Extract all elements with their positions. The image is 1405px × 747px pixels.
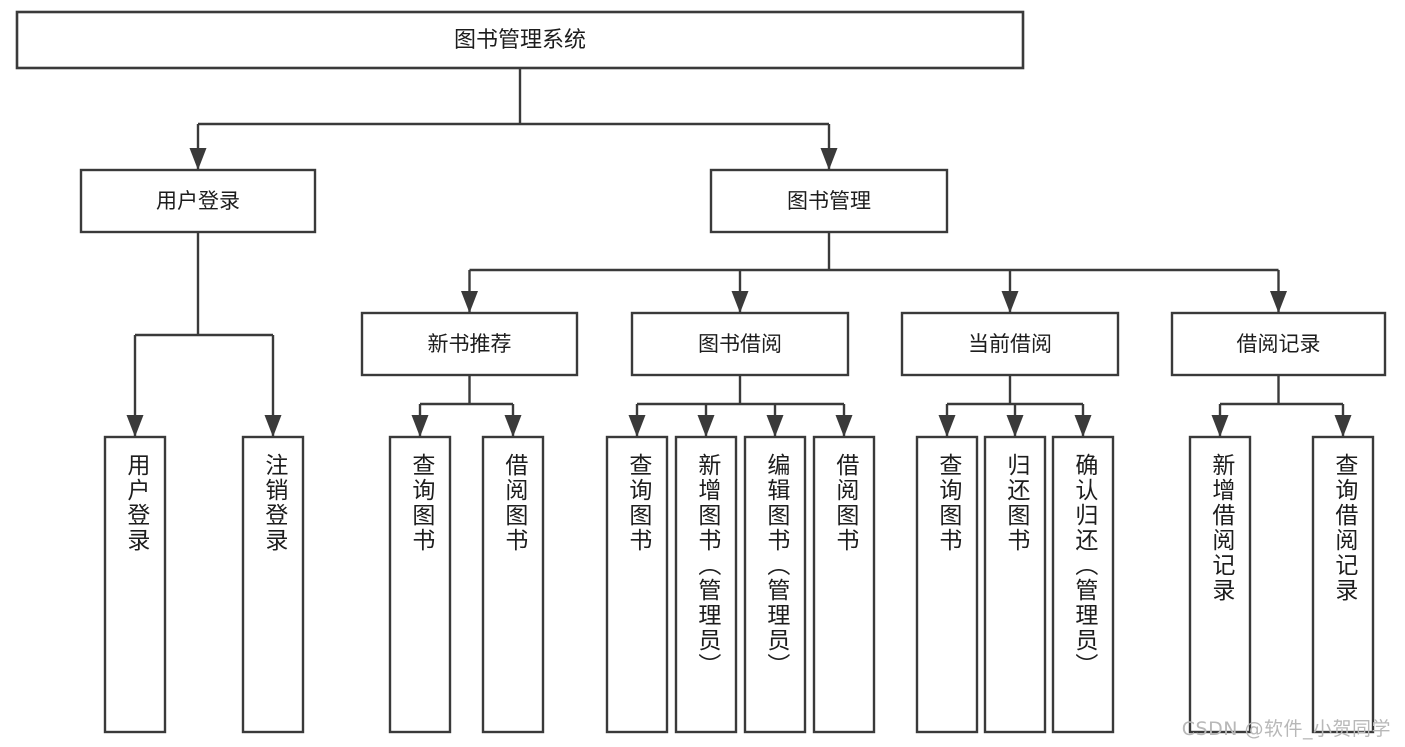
conn-l3-3-arrow-1 <box>1334 415 1352 437</box>
conn-l3-3-arrow-0 <box>1211 415 1229 437</box>
node-leaf-1[interactable] <box>241 435 305 734</box>
conn-books-arrow-1 <box>731 291 749 313</box>
node-label-l3-1: 图书借阅 <box>698 332 782 356</box>
node-l3-1[interactable]: 图书借阅 <box>630 311 850 377</box>
node-label-root: 图书管理系统 <box>454 28 586 53</box>
conn-l3-1-arrow-1 <box>697 415 715 437</box>
node-leaf-4[interactable] <box>605 435 669 734</box>
watermark-text: CSDN @软件_小贺同学 <box>1181 718 1391 740</box>
node-box-leaf-9 <box>983 435 1047 734</box>
node-box-root <box>15 10 1025 70</box>
node-box-leaf-4 <box>605 435 669 734</box>
node-box-leaf-10 <box>1051 435 1115 734</box>
conn-l3-1-arrow-2 <box>766 415 784 437</box>
node-box-leaf-0 <box>103 435 167 734</box>
conn-l3-2-arrow-2 <box>1074 415 1092 437</box>
node-l2-1[interactable]: 图书管理 <box>709 168 949 234</box>
node-label-l3-2: 当前借阅 <box>968 332 1052 356</box>
node-leaf-5[interactable] <box>674 435 738 734</box>
node-root[interactable]: 图书管理系统 <box>15 10 1025 70</box>
conn-root-arrow-0 <box>189 148 207 170</box>
node-box-leaf-1 <box>241 435 305 734</box>
node-l2-0[interactable]: 用户登录 <box>79 168 317 234</box>
conn-login-arrow-0 <box>126 415 144 437</box>
node-leaf-12[interactable] <box>1311 435 1375 734</box>
node-l3-3[interactable]: 借阅记录 <box>1170 311 1387 377</box>
node-leaf-3[interactable] <box>481 435 545 734</box>
conn-books-arrow-3 <box>1270 291 1287 313</box>
conn-l3-2-arrow-0 <box>938 415 956 437</box>
node-box-leaf-3 <box>481 435 545 734</box>
node-leaf-10[interactable] <box>1051 435 1115 734</box>
conn-l3-2-arrow-1 <box>1006 415 1024 437</box>
node-box-leaf-12 <box>1311 435 1375 734</box>
conn-l3-1-arrow-3 <box>835 415 853 437</box>
node-box-l3-3 <box>1170 311 1387 377</box>
node-label-l2-0: 用户登录 <box>156 189 240 213</box>
node-leaf-9[interactable] <box>983 435 1047 734</box>
node-box-leaf-6 <box>743 435 807 734</box>
node-l3-0[interactable]: 新书推荐 <box>360 311 579 377</box>
node-leaf-6[interactable] <box>743 435 807 734</box>
node-leaf-8[interactable] <box>915 435 979 734</box>
conn-books-arrow-0 <box>461 291 478 313</box>
node-leaf-0[interactable] <box>103 435 167 734</box>
node-label-l3-3: 借阅记录 <box>1237 332 1321 356</box>
node-box-l2-0 <box>79 168 317 234</box>
node-box-l3-1 <box>630 311 850 377</box>
node-leaf-7[interactable] <box>812 435 876 734</box>
conn-l3-0-arrow-1 <box>504 415 522 437</box>
node-label-l2-1: 图书管理 <box>787 189 871 213</box>
node-box-leaf-7 <box>812 435 876 734</box>
conn-login-arrow-1 <box>264 415 282 437</box>
node-leaf-2[interactable] <box>388 435 452 734</box>
node-box-leaf-2 <box>388 435 452 734</box>
node-l3-2[interactable]: 当前借阅 <box>900 311 1120 377</box>
node-box-leaf-8 <box>915 435 979 734</box>
connector-layer <box>126 68 1352 437</box>
node-box-leaf-11 <box>1188 435 1252 734</box>
node-leaf-11[interactable] <box>1188 435 1252 734</box>
conn-l3-1-arrow-0 <box>628 415 646 437</box>
conn-books-arrow-2 <box>1001 291 1019 313</box>
node-label-l3-0: 新书推荐 <box>428 332 512 356</box>
conn-root-arrow-1 <box>820 148 838 170</box>
conn-l3-0-arrow-0 <box>411 415 429 437</box>
node-box-l3-0 <box>360 311 579 377</box>
node-box-l3-2 <box>900 311 1120 377</box>
node-box-l2-1 <box>709 168 949 234</box>
node-box-leaf-5 <box>674 435 738 734</box>
